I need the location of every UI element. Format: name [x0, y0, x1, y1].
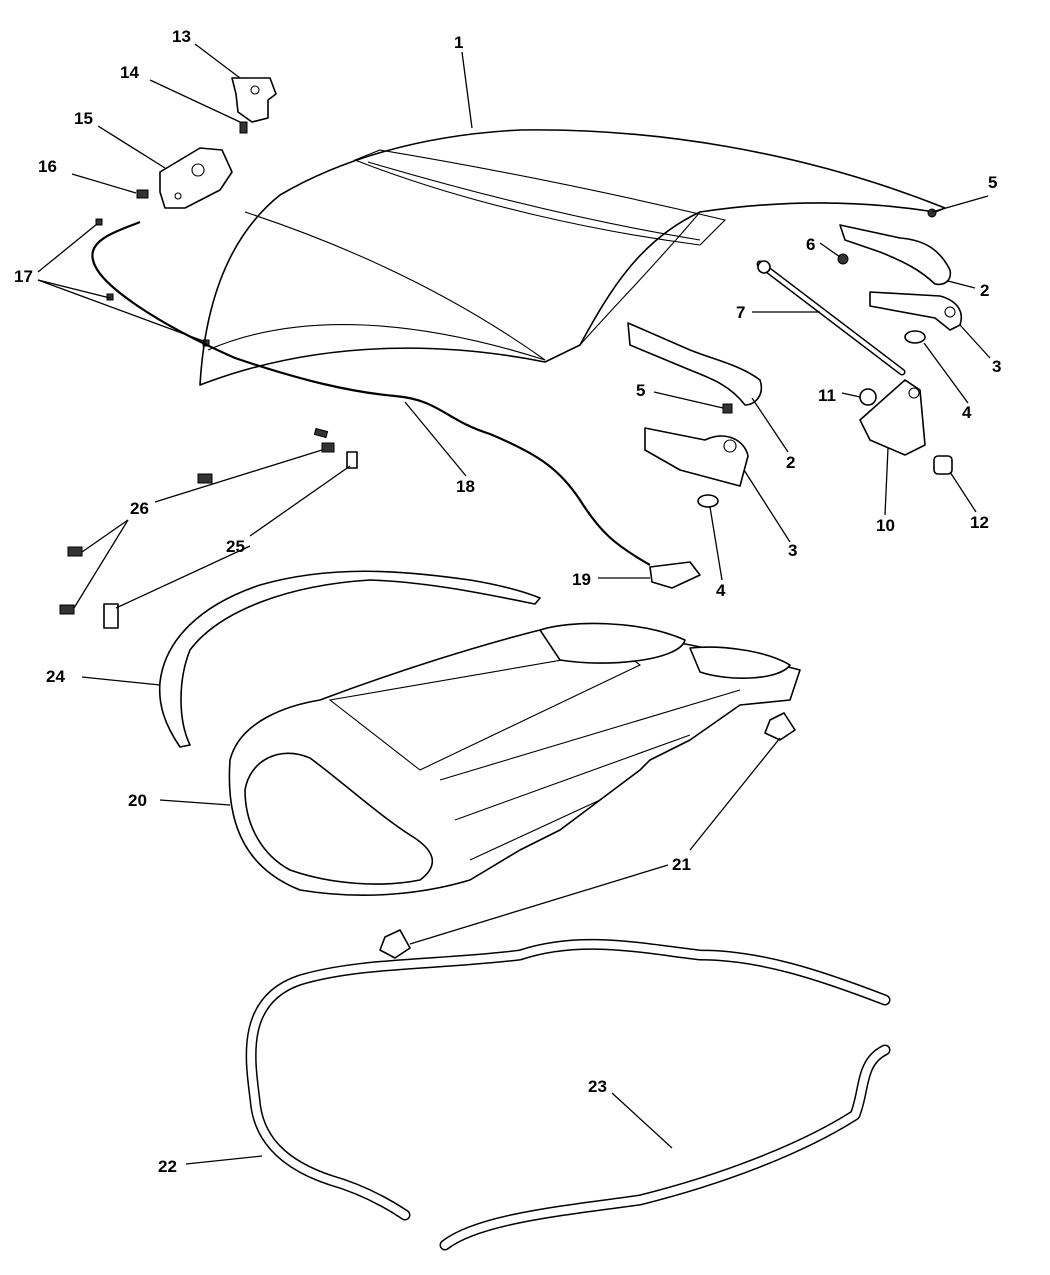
- hinge-base-left: [644, 427, 749, 487]
- callout-4-lower: 4: [716, 581, 726, 600]
- callout-22: 22: [158, 1157, 177, 1176]
- insulator-clips: [379, 712, 796, 959]
- callout-3-upper: 3: [992, 357, 1001, 376]
- callout-1: 1: [454, 33, 463, 52]
- release-handle: [649, 561, 701, 589]
- hinge-upper-right: [839, 224, 952, 286]
- callout-15: 15: [74, 109, 93, 128]
- hinge-nuts: [722, 208, 937, 414]
- callout-2-upper: 2: [980, 281, 989, 300]
- callout-16: 16: [38, 157, 57, 176]
- callout-20: 20: [128, 791, 147, 810]
- callout-21: 21: [672, 855, 691, 874]
- washers: [697, 330, 926, 508]
- callout-13: 13: [172, 27, 191, 46]
- hood-prop-rod: [756, 260, 906, 376]
- hood-seal-strip: [158, 570, 541, 748]
- callout-12: 12: [970, 513, 989, 532]
- callout-4-upper: 4: [962, 403, 972, 422]
- callout-24: 24: [46, 667, 65, 686]
- callout-3-lower: 3: [788, 541, 797, 560]
- callout-5-lower: 5: [636, 381, 645, 400]
- callout-5-upper: 5: [988, 173, 997, 192]
- hinge-base-right: [869, 291, 962, 331]
- bolts-small: [103, 451, 358, 629]
- callout-labels: 1 13 14 15 16 17 18 19 5 6 7 2 3 4 11 10…: [14, 27, 1001, 1176]
- callout-10: 10: [876, 516, 895, 535]
- bracket-nut-small: [859, 388, 877, 406]
- release-cable: [91, 220, 651, 566]
- cable-clips: [95, 218, 210, 347]
- callout-7: 7: [736, 303, 745, 322]
- callout-14: 14: [120, 63, 139, 82]
- push-pin-retainers: [59, 442, 335, 615]
- hood-latch: [159, 147, 233, 209]
- callout-2-lower: 2: [786, 453, 795, 472]
- callout-17: 17: [14, 267, 33, 286]
- prop-rod-bracket: [859, 379, 926, 456]
- washer-hose-right: [439, 1044, 891, 1251]
- striker-bracket: [231, 77, 277, 123]
- latch-bolt: [136, 189, 149, 199]
- bracket-nut-large: [933, 455, 953, 475]
- leader-lines: [37, 43, 991, 1165]
- callout-18: 18: [456, 477, 475, 496]
- hood-panel: [199, 129, 946, 386]
- callout-6: 6: [806, 235, 815, 254]
- washer-hose-left: [245, 938, 891, 1221]
- hood-insulator-pad: [228, 622, 801, 897]
- callout-11: 11: [818, 386, 836, 405]
- callout-19: 19: [572, 570, 591, 589]
- callout-26: 26: [130, 499, 149, 518]
- callout-25: 25: [226, 537, 245, 556]
- callout-23: 23: [588, 1077, 607, 1096]
- hinge-upper-left: [627, 322, 763, 406]
- striker-bolt: [239, 121, 248, 134]
